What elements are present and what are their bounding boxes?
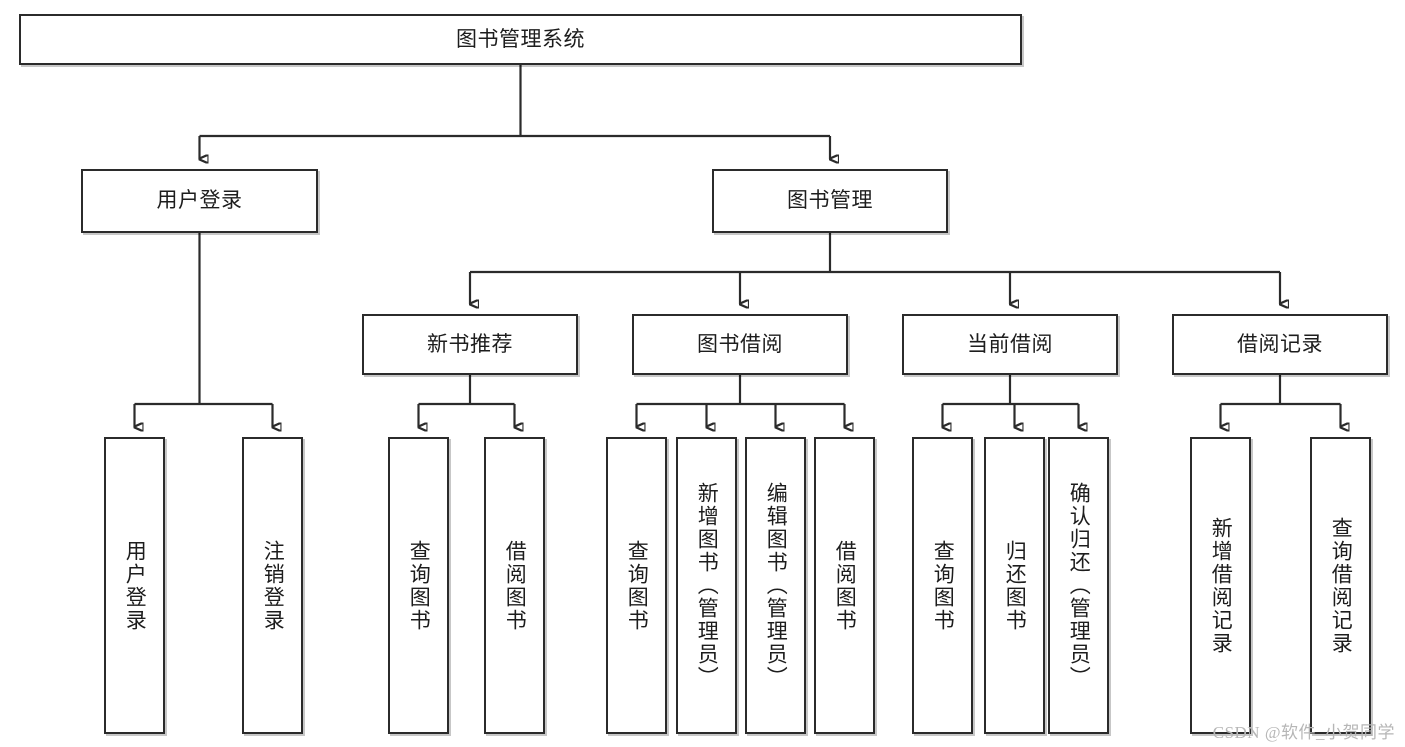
node-leaf-add-book-label: 新增图书（管理员） [695, 482, 719, 689]
node-leaf-borrow-book-1[interactable]: 借阅图书 [484, 437, 545, 734]
node-leaf-query-record-label: 查询借阅记录 [1329, 516, 1353, 655]
node-current-borrow-label: 当前借阅 [967, 332, 1053, 356]
node-leaf-borrow-book-2-label: 借阅图书 [833, 539, 857, 632]
node-new-book-recommend[interactable]: 新书推荐 [362, 314, 578, 375]
node-current-borrow[interactable]: 当前借阅 [902, 314, 1118, 375]
node-leaf-edit-book-label: 编辑图书（管理员） [764, 482, 788, 689]
node-leaf-query-book-1[interactable]: 查询图书 [388, 437, 449, 734]
node-borrow-record-label: 借阅记录 [1237, 332, 1323, 356]
node-borrow-record[interactable]: 借阅记录 [1172, 314, 1388, 375]
node-leaf-query-book-3-label: 查询图书 [931, 539, 955, 632]
node-user-login[interactable]: 用户登录 [81, 169, 318, 233]
node-leaf-borrow-book-1-label: 借阅图书 [503, 539, 527, 632]
node-leaf-query-book-1-label: 查询图书 [407, 539, 431, 632]
node-leaf-add-record-label: 新增借阅记录 [1209, 516, 1233, 655]
node-leaf-add-record[interactable]: 新增借阅记录 [1190, 437, 1251, 734]
node-user-login-label: 用户登录 [156, 189, 243, 213]
node-leaf-user-logout-label: 注销登录 [261, 539, 285, 632]
node-leaf-borrow-book-2[interactable]: 借阅图书 [814, 437, 875, 734]
node-book-manage[interactable]: 图书管理 [712, 169, 948, 233]
node-book-manage-label: 图书管理 [787, 189, 873, 213]
node-leaf-user-logout[interactable]: 注销登录 [242, 437, 303, 734]
node-new-book-recommend-label: 新书推荐 [427, 332, 513, 356]
node-leaf-return-book[interactable]: 归还图书 [984, 437, 1045, 734]
node-leaf-query-book-2-label: 查询图书 [625, 539, 649, 632]
watermark-text: CSDN @软件_小贺同学 [1212, 723, 1395, 742]
node-leaf-add-book[interactable]: 新增图书（管理员） [676, 437, 737, 734]
node-leaf-edit-book[interactable]: 编辑图书（管理员） [745, 437, 806, 734]
node-leaf-query-book-3[interactable]: 查询图书 [912, 437, 973, 734]
node-leaf-return-book-label: 归还图书 [1003, 539, 1027, 632]
node-leaf-user-login[interactable]: 用户登录 [104, 437, 165, 734]
node-leaf-confirm-return[interactable]: 确认归还（管理员） [1048, 437, 1109, 734]
node-book-borrow-label: 图书借阅 [697, 332, 783, 356]
node-root[interactable]: 图书管理系统 [19, 14, 1022, 65]
node-book-borrow[interactable]: 图书借阅 [632, 314, 848, 375]
node-leaf-confirm-return-label: 确认归还（管理员） [1067, 482, 1091, 689]
node-leaf-query-book-2[interactable]: 查询图书 [606, 437, 667, 734]
node-root-label: 图书管理系统 [456, 27, 585, 51]
node-leaf-user-login-label: 用户登录 [123, 539, 147, 632]
node-leaf-query-record[interactable]: 查询借阅记录 [1310, 437, 1371, 734]
